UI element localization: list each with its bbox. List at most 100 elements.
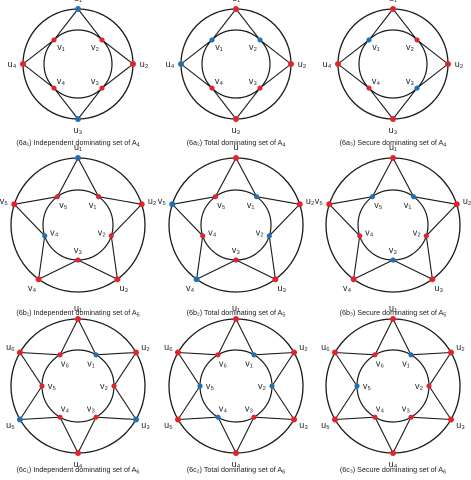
panel-6a1-outer-label: u₃: [74, 125, 83, 135]
panel-6c3-edge: [374, 318, 394, 356]
panel-6c3-outer-label: u₂: [456, 342, 465, 352]
panel-6a1-edge: [77, 87, 103, 120]
panel-6b1-edge: [77, 157, 100, 197]
panel-6a1-outer-label: u₂: [140, 59, 149, 69]
panel-6c3-inner-vertex: [354, 383, 360, 389]
panel-6c3-inner-label: v₁: [402, 358, 410, 368]
panel-6c2-inner-vertex: [197, 383, 203, 389]
panel-6a1-inner-vertex: [99, 85, 105, 91]
panel-6b3-outer-vertex: [453, 201, 460, 208]
panel-6c2-outer-label: u₅: [164, 420, 173, 430]
panel-6c2-inner-vertex: [215, 414, 221, 420]
panel-6a2-inner-label: v₃: [249, 76, 258, 86]
panel-6b1-inner-vertex: [75, 257, 81, 263]
panel-6a3-outer-vertex: [445, 61, 451, 67]
panel-6c3-inner-label: v₅: [363, 381, 372, 391]
panel-6c1-edge: [19, 351, 61, 356]
panel-6a1-outer-label: u₁: [74, 0, 82, 3]
panel-6c3-edge: [334, 352, 358, 387]
panel-6a1-outer-vertex: [20, 61, 26, 67]
panel-6c3-edge: [428, 385, 452, 420]
panel-6b1-caption-text: (6b₁) Independent dominating set of A: [16, 308, 137, 317]
panel-6a2-inner-label: v₄: [215, 76, 224, 86]
panel-6b3-caption: (6b₃) Secure dominating set of A5: [340, 308, 447, 319]
panel-6b2-inner-label: v₃: [232, 245, 241, 255]
panel-6b1-outer-vertex: [75, 155, 81, 161]
panel-6a3-inner-label: v₂: [406, 42, 415, 52]
panel-6a3-edge: [416, 39, 449, 65]
panel-6b1-outer-label: u₁: [74, 142, 82, 152]
panel-6b3-edge: [392, 157, 415, 197]
panel-6b1-outer-vertex: [11, 201, 18, 208]
panel-6c1-inner-label: v₆: [61, 358, 70, 368]
panel-6b3-outer-vertex: [429, 276, 436, 283]
panel-6b1-inner-vertex: [42, 233, 48, 239]
panel-6b2-outer-vertex: [233, 155, 239, 161]
panel-6b3-edge: [392, 259, 433, 280]
panel-6c1-edge: [113, 352, 137, 387]
panel-6b2-caption-text: (6b₂) Total dominating set of A: [187, 308, 283, 317]
panel-6c2-caption-subscript: 6: [282, 470, 285, 476]
panel-6c1-outer-label: u₅: [6, 420, 15, 430]
panel-6c1-edge: [95, 351, 137, 356]
panel-6a1-edge: [77, 8, 103, 41]
panel-6c1-outer-label: u₆: [6, 342, 15, 352]
panel-6a2-edge: [259, 63, 292, 89]
panel-6c3-outer-vertex: [448, 349, 455, 356]
panel-6c3-outer-label: u₃: [456, 420, 465, 430]
panel-6c3-inner-vertex: [372, 352, 378, 358]
panel-6a1-inner-circle: [43, 29, 113, 99]
panel-6b1-outer-vertex: [138, 201, 145, 208]
panel-6c2-edge: [177, 416, 219, 421]
panel-6a1-inner-vertex: [99, 37, 105, 43]
panel-6a2-edge: [235, 8, 261, 41]
panel-6a3-edge: [337, 63, 370, 89]
panel-6a3-outer-vertex: [390, 116, 396, 122]
panel-6c3-edge: [392, 318, 412, 356]
panel-6b1-inner-label: v₃: [74, 245, 83, 255]
panel-6a2-caption-subscript: 4: [282, 143, 285, 149]
panel-6c2-outer-circle: [168, 318, 304, 454]
panel-6c1-inner-label: v₅: [48, 381, 57, 391]
panel-6c2-inner-label: v₃: [245, 404, 254, 414]
panel-6b1-outer-circle: [10, 157, 146, 293]
panel-6c1-inner-vertex: [93, 352, 99, 358]
panel-6a1-inner-label: v₄: [57, 76, 66, 86]
panel-6b1-caption-subscript: 5: [137, 313, 140, 319]
panel-6b2-outer-label: u₂: [306, 196, 315, 206]
panel-6a1-edge: [101, 39, 134, 65]
panel-6b3-edge: [371, 157, 394, 197]
panel-6a3-inner-vertex: [414, 37, 420, 43]
panel-6b1-edge: [38, 235, 46, 280]
panel-6c1-inner-label: v₁: [87, 358, 95, 368]
panel-6a1-edge: [22, 39, 55, 65]
panel-6c1-outer-vertex: [133, 349, 140, 356]
panel-6b3-outer-label: u₂: [463, 196, 471, 206]
panel-6b1-inner-label: v₂: [98, 228, 107, 238]
panel-6a3-caption-text: (6a₃) Secure dominating set of A: [340, 138, 444, 147]
panel-6c1-caption: (6c₁) Independent dominating set of A6: [17, 465, 140, 476]
panel-6b1-edge: [14, 196, 58, 205]
panel-6c2-inner-vertex: [215, 352, 221, 358]
panel-6b3-inner-vertex: [369, 194, 376, 200]
panel-6c1-outer-vertex: [133, 416, 140, 423]
panel-6c2-inner-label: v₄: [219, 404, 228, 414]
panel-6a1-edge: [53, 87, 79, 120]
panel-6c3-edge: [428, 352, 452, 387]
panel-6a3-edge: [337, 39, 370, 65]
panel-6c3-outer-circle: [325, 318, 461, 454]
panel-6c1-inner-vertex: [57, 414, 63, 420]
panel-6b3-outer-label: u₁: [389, 142, 397, 152]
panel-6b1-edge: [110, 203, 143, 237]
panel-6a1-inner-vertex: [51, 85, 57, 91]
panel-6b1-outer-label: v₅: [0, 196, 8, 206]
panel-6c3-outer-label: u₅: [321, 420, 330, 430]
panel-6c3-inner-label: v₄: [376, 404, 385, 414]
panel-6b3-inner-label: v₃: [389, 245, 398, 255]
panel-6c3-edge: [374, 416, 394, 454]
panel-6c1-inner-vertex: [39, 383, 45, 389]
panel-6a3-outer-circle: [337, 8, 449, 120]
panel-6a2-outer-label: u₂: [298, 59, 307, 69]
panel-6c2-edge: [177, 352, 201, 387]
panel-6b2-outer-vertex: [169, 201, 176, 208]
